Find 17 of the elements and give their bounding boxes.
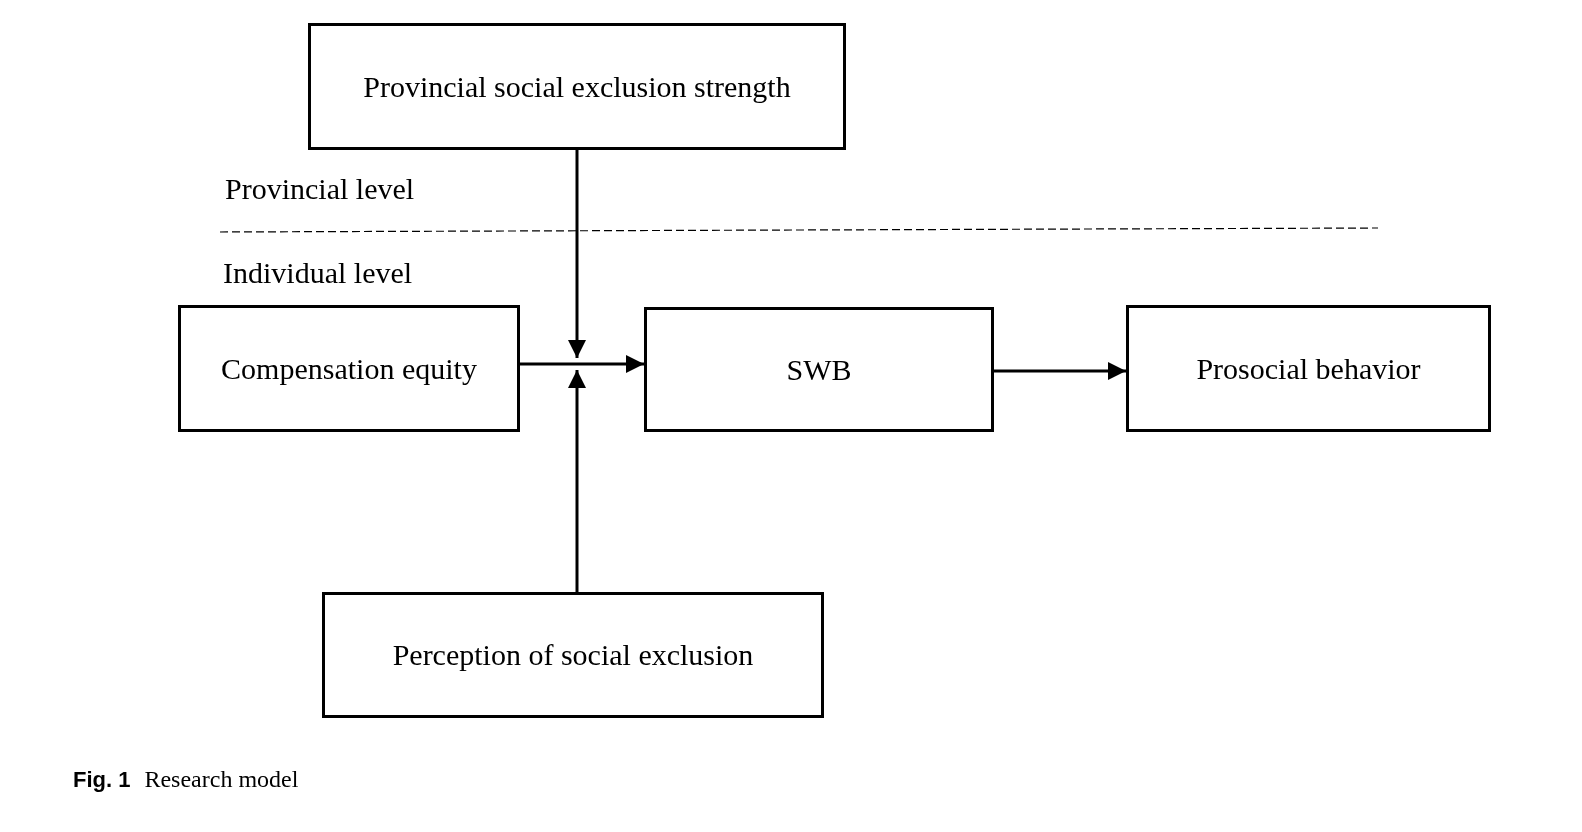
level-label: Individual level bbox=[223, 256, 413, 290]
arrow bbox=[568, 370, 586, 592]
variable-name: Compensation equity bbox=[221, 351, 477, 386]
arrow bbox=[568, 150, 586, 358]
variable-box bbox=[322, 592, 824, 718]
figure-caption: Fig. 1 Research model bbox=[73, 766, 299, 793]
variable-box bbox=[308, 23, 846, 150]
variable-name: Prosocial behavior bbox=[1196, 351, 1421, 386]
variable-name: Perception of social exclusion bbox=[392, 638, 754, 672]
arrow bbox=[520, 355, 644, 373]
variable-box bbox=[644, 307, 994, 432]
variable-name: Provincial social exclusion strength bbox=[363, 69, 791, 104]
arrow bbox=[994, 362, 1126, 380]
variable-name: SWB bbox=[786, 352, 852, 387]
level-label: Provincial level bbox=[225, 172, 415, 206]
variable-box bbox=[1126, 305, 1491, 432]
variable-box bbox=[178, 305, 520, 432]
